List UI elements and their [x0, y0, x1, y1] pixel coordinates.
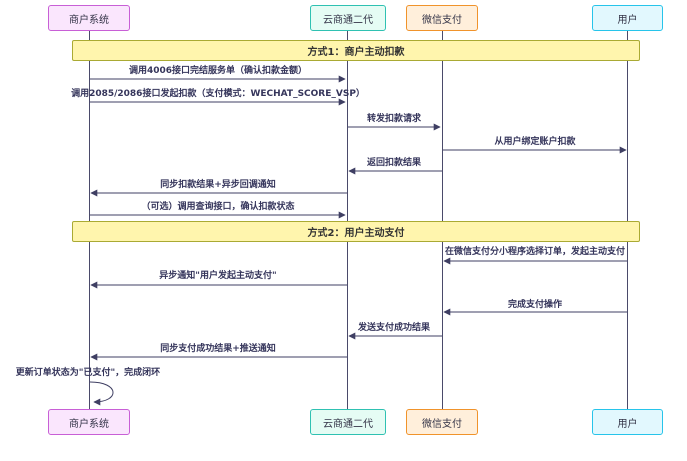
section-banner-method2: 方式2：用户主动支付 — [72, 221, 640, 242]
message-label-4: 从用户绑定账户扣款 — [494, 137, 576, 147]
message-label-2: 调用2085/2086接口发起扣款（支付模式：WECHAT_SCORE_VSP） — [71, 89, 365, 99]
participant-label: 商户系统 — [69, 14, 109, 26]
message-label-12: 同步支付成功结果+推送通知 — [160, 344, 276, 354]
section-banner-method1: 方式1：商户主动扣款 — [72, 40, 640, 61]
participant-user-top: 用户 — [592, 5, 663, 31]
message-label-13: 更新订单状态为"已支付"，完成闭环 — [15, 368, 161, 378]
participant-wechatpay-bottom: 微信支付 — [406, 409, 478, 435]
message-label-8: 在微信支付分小程序选择订单，发起主动支付 — [444, 247, 626, 257]
participant-yunshangtong-bottom: 云商通二代 — [310, 409, 386, 435]
participant-merchant-bottom: 商户系统 — [48, 409, 130, 435]
participant-label: 商户系统 — [69, 418, 109, 430]
message-label-1: 调用4006接口完结服务单（确认扣款金额） — [128, 66, 308, 76]
message-label-9: 异步通知"用户发起主动支付" — [159, 271, 277, 281]
participant-label: 用户 — [617, 418, 638, 430]
participant-label: 用户 — [617, 14, 638, 26]
participant-yunshangtong-top: 云商通二代 — [310, 5, 386, 31]
message-label-5: 返回扣款结果 — [366, 158, 422, 168]
participant-user-bottom: 用户 — [592, 409, 663, 435]
message-arrows — [89, 75, 627, 406]
participant-label: 云商通二代 — [323, 418, 373, 430]
message-label-6: 同步扣款结果+异步回调通知 — [160, 180, 276, 190]
section-title: 方式2：用户主动支付 — [307, 228, 405, 239]
participant-wechatpay-top: 微信支付 — [406, 5, 478, 31]
section-title: 方式1：商户主动扣款 — [307, 47, 405, 58]
participant-label: 云商通二代 — [323, 14, 373, 26]
arrow-msg-13-self-loop — [89, 381, 114, 406]
lifelines — [89, 31, 628, 410]
participant-label: 微信支付 — [422, 14, 462, 26]
message-label-3: 转发扣款请求 — [366, 114, 422, 124]
message-label-7: （可选）调用查询接口，确认扣款状态 — [141, 202, 295, 212]
participant-merchant-top: 商户系统 — [48, 5, 130, 31]
participant-label: 微信支付 — [422, 418, 462, 430]
message-label-11: 发送支付成功结果 — [357, 323, 431, 333]
message-label-10: 完成支付操作 — [507, 300, 563, 310]
